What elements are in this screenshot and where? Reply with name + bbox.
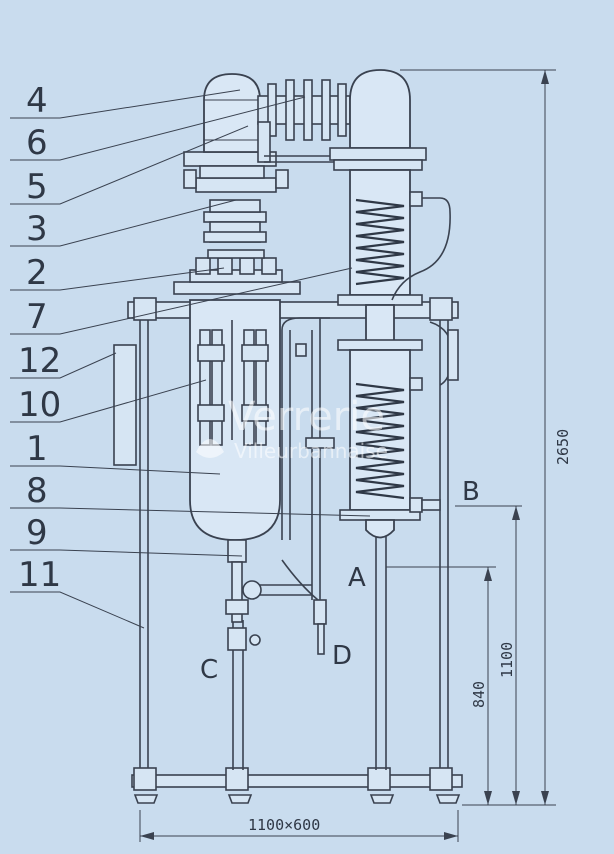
port-label-c: C — [200, 655, 218, 685]
part-label-5: 5 — [26, 167, 48, 207]
watermark: Verrerie Villeurbannaise — [196, 394, 388, 463]
dimension-lines — [139, 69, 556, 842]
watermark-sub: Villeurbannaise — [234, 439, 388, 463]
port-label-d: D — [332, 641, 352, 671]
dimension-height-total: 2650 — [554, 429, 572, 465]
support-frame — [127, 297, 463, 804]
watermark-brand: Verrerie — [228, 394, 385, 440]
part-label-3: 3 — [26, 209, 48, 249]
reactor-vessel — [189, 299, 281, 651]
part-label-1: 1 — [26, 429, 48, 469]
part-label-4: 4 — [26, 81, 48, 121]
upper-coil — [355, 198, 405, 286]
part-label-6: 6 — [26, 123, 48, 163]
dimension-height-a: 840 — [470, 681, 488, 708]
return-line — [242, 317, 335, 655]
part-label-7: 7 — [26, 297, 48, 337]
watermark-logo — [196, 439, 224, 458]
part-label-2: 2 — [26, 253, 48, 293]
control-box — [113, 344, 137, 466]
part-label-12: 12 — [18, 341, 61, 381]
part-label-10: 10 — [18, 385, 61, 425]
dimension-base: 1100×600 — [248, 816, 320, 834]
dimension-height-b: 1100 — [498, 642, 516, 678]
part-label-11: 11 — [18, 555, 61, 595]
part-labels: 4 6 5 3 2 7 12 10 1 8 9 11 — [18, 81, 61, 595]
bellows-pipe — [257, 79, 351, 163]
port-label-a: A — [348, 563, 366, 593]
port-label-b: B — [462, 477, 480, 507]
part-label-8: 8 — [26, 471, 48, 511]
leader-lines — [10, 89, 371, 629]
part-label-9: 9 — [26, 513, 48, 553]
lower-coil — [355, 382, 405, 500]
